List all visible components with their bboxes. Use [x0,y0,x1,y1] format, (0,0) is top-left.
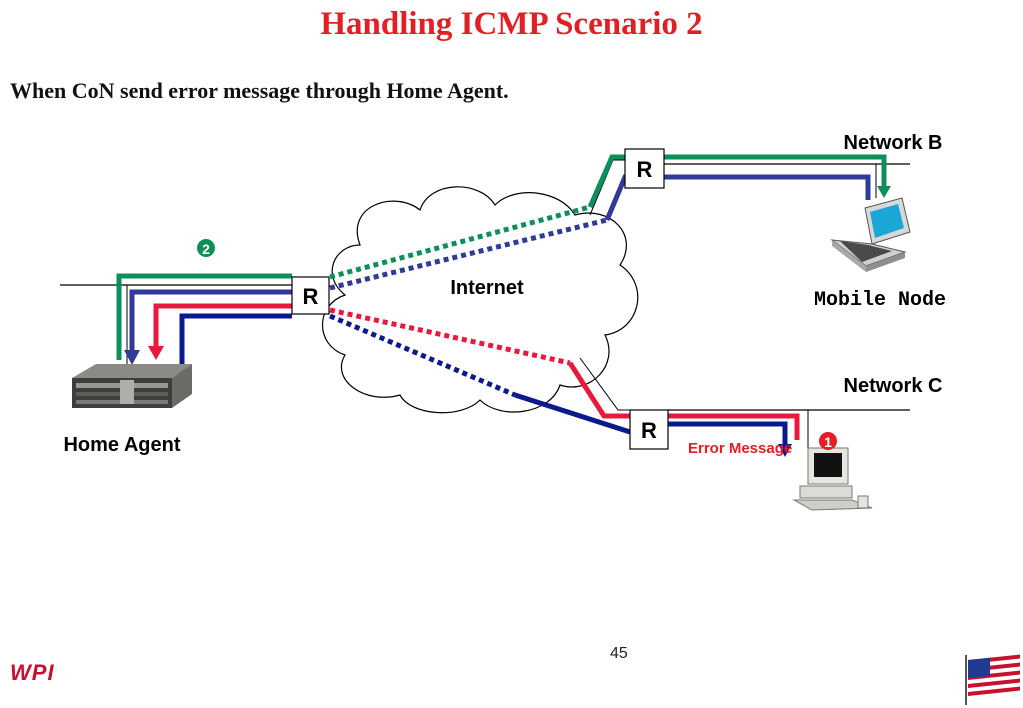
us-flag-icon [965,654,1020,705]
step-2-marker: 2 [197,239,215,257]
blue-tunnel-path [124,174,871,365]
navy-path [179,313,792,457]
page-subtitle: When CoN send error message through Home… [10,78,509,103]
wpi-logo: WPI [10,660,55,685]
network-b-label: Network B [844,132,943,154]
mobile-node-label: Mobile Node [814,289,946,312]
svg-text:1: 1 [824,434,832,450]
svg-text:2: 2 [202,241,210,257]
router-home-label: R [303,284,319,309]
page-title: Handling ICMP Scenario 2 [320,6,703,42]
red-error-path [148,303,800,440]
error-message-label: Error Message [688,440,792,457]
home-agent-label: Home Agent [63,434,180,456]
desktop-computer-icon [792,447,873,511]
router-network-c: R [629,409,669,450]
page-number: 45 [610,645,628,662]
home-agent-device-icon [72,364,192,408]
router-network-b: R [624,148,665,189]
router-home: R [291,276,330,315]
internet-label: Internet [450,277,524,299]
router-network-b-label: R [637,157,653,182]
green-tunnel-path [116,154,891,360]
network-c-label: Network C [844,375,943,397]
laptop-icon [830,197,911,272]
internet-cloud [322,186,639,414]
step-1-marker: 1 [819,432,837,450]
router-network-c-label: R [641,418,657,443]
